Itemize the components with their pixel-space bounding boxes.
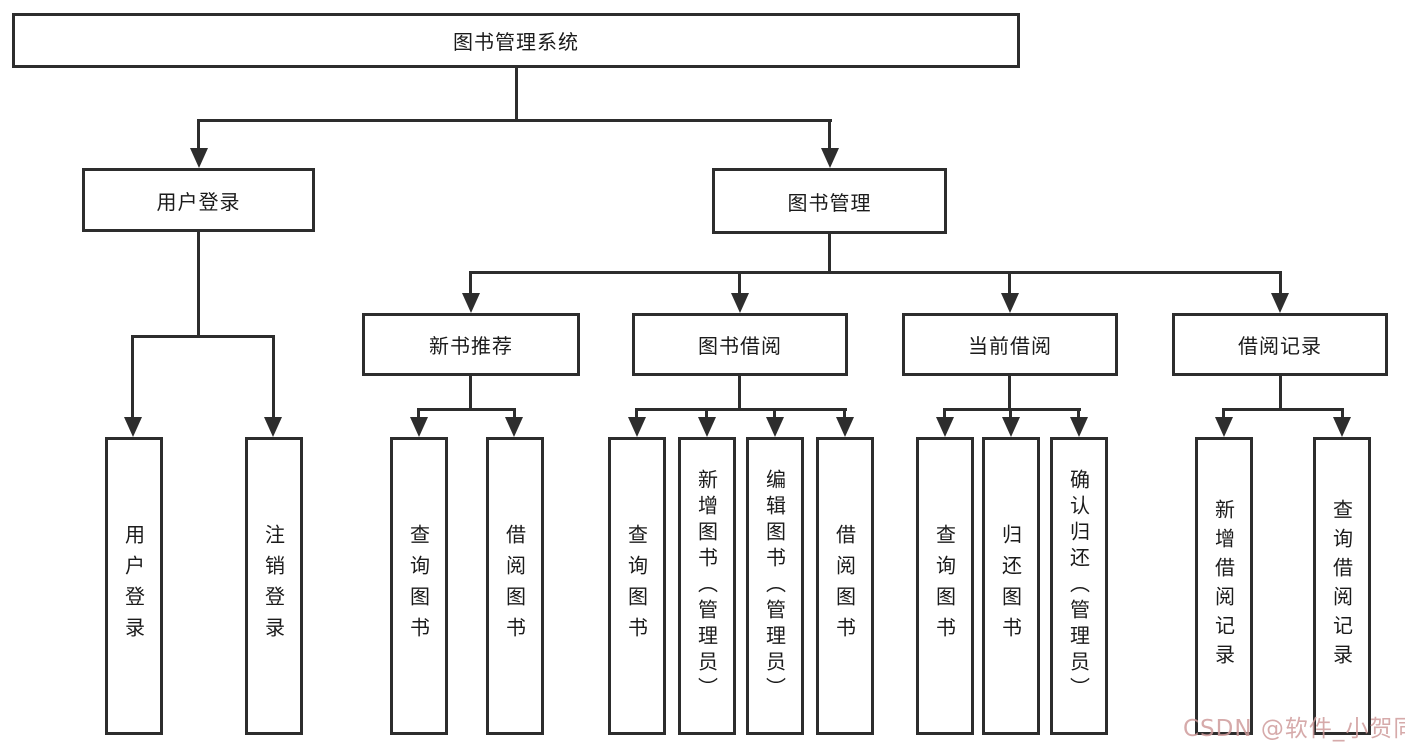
connector-line xyxy=(1279,376,1282,410)
arrow-down-icon xyxy=(462,293,480,313)
arrow-down-icon xyxy=(264,417,282,437)
arrow-down-icon xyxy=(1271,293,1289,313)
arrow-down-icon xyxy=(836,417,854,437)
node-book-borrow-label: 图书借阅 xyxy=(698,334,782,358)
arrow-down-icon xyxy=(731,293,749,313)
node-borrow-records-label: 借阅记录 xyxy=(1238,334,1322,358)
leaf-label: 编辑图书（管理员） xyxy=(762,469,787,703)
arrow-down-icon xyxy=(124,417,142,437)
arrow-down-icon xyxy=(766,417,784,437)
connector-line xyxy=(1222,408,1225,422)
leaf-label: 新增图书（管理员） xyxy=(694,469,719,703)
leaf-label: 查询借阅记录 xyxy=(1329,499,1354,673)
connector-line xyxy=(635,408,847,411)
leaf-label: 新增借阅记录 xyxy=(1211,499,1236,673)
arrow-down-icon xyxy=(821,148,839,168)
leaf-return-books: 归还图书 xyxy=(982,437,1040,735)
arrow-down-icon xyxy=(190,148,208,168)
connector-line xyxy=(1008,271,1011,295)
leaf-label: 查询图书 xyxy=(932,524,957,648)
leaf-label: 查询图书 xyxy=(406,524,431,648)
connector-line xyxy=(197,119,200,150)
connector-line xyxy=(1008,376,1011,410)
connector-line xyxy=(131,335,134,419)
connector-line xyxy=(635,408,638,422)
arrow-down-icon xyxy=(1002,417,1020,437)
connector-line xyxy=(705,408,708,422)
leaf-logout: 注销登录 xyxy=(245,437,303,735)
connector-line xyxy=(417,408,420,422)
node-book-management: 图书管理 xyxy=(712,168,947,234)
leaf-user-login: 用户登录 xyxy=(105,437,163,735)
connector-line xyxy=(197,232,200,337)
connector-line xyxy=(1009,408,1012,422)
leaf-query-books-borrow: 查询图书 xyxy=(608,437,666,735)
connector-line xyxy=(843,408,846,422)
leaf-label: 借阅图书 xyxy=(832,524,857,648)
csdn-watermark: CSDN @软件_小贺同学 xyxy=(1183,709,1405,743)
leaf-label: 用户登录 xyxy=(121,524,146,648)
leaf-label: 确认归还（管理员） xyxy=(1066,469,1091,703)
connector-line xyxy=(738,271,741,295)
node-borrow-records: 借阅记录 xyxy=(1172,313,1388,376)
node-root: 图书管理系统 xyxy=(12,13,1020,68)
node-current-borrow: 当前借阅 xyxy=(902,313,1118,376)
leaf-add-borrow-record: 新增借阅记录 xyxy=(1195,437,1253,735)
connector-line xyxy=(469,376,472,410)
node-user-login: 用户登录 xyxy=(82,168,315,232)
leaf-query-borrow-record: 查询借阅记录 xyxy=(1313,437,1371,735)
leaf-confirm-return-admin: 确认归还（管理员） xyxy=(1050,437,1108,735)
connector-line xyxy=(197,119,832,122)
arrow-down-icon xyxy=(936,417,954,437)
arrow-down-icon xyxy=(628,417,646,437)
node-new-book-recommend: 新书推荐 xyxy=(362,313,580,376)
leaf-query-books-recommend: 查询图书 xyxy=(390,437,448,735)
connector-line xyxy=(469,271,1282,274)
connector-line xyxy=(131,335,275,338)
connector-line xyxy=(1077,408,1080,422)
leaf-edit-book-admin: 编辑图书（管理员） xyxy=(746,437,804,735)
connector-line xyxy=(1341,408,1344,422)
connector-line xyxy=(513,408,516,422)
leaf-borrow-books: 借阅图书 xyxy=(816,437,874,735)
arrow-down-icon xyxy=(698,417,716,437)
connector-line xyxy=(943,408,1081,411)
arrow-down-icon xyxy=(1070,417,1088,437)
node-root-label: 图书管理系统 xyxy=(453,30,579,54)
node-current-borrow-label: 当前借阅 xyxy=(968,334,1052,358)
connector-line xyxy=(738,376,741,410)
arrow-down-icon xyxy=(410,417,428,437)
connector-line xyxy=(828,234,831,273)
node-book-borrow: 图书借阅 xyxy=(632,313,848,376)
leaf-label: 查询图书 xyxy=(624,524,649,648)
node-new-book-recommend-label: 新书推荐 xyxy=(429,334,513,358)
node-user-login-label: 用户登录 xyxy=(156,189,241,214)
connector-line xyxy=(417,408,516,411)
leaf-add-book-admin: 新增图书（管理员） xyxy=(678,437,736,735)
arrow-down-icon xyxy=(1333,417,1351,437)
connector-line xyxy=(773,408,776,422)
leaf-label: 借阅图书 xyxy=(502,524,527,648)
arrow-down-icon xyxy=(1001,293,1019,313)
connector-line xyxy=(1222,408,1344,411)
connector-line xyxy=(943,408,946,422)
connector-line xyxy=(1279,271,1282,295)
leaf-label: 归还图书 xyxy=(998,524,1023,648)
connector-line xyxy=(469,271,472,295)
connector-line xyxy=(828,119,831,150)
node-book-management-label: 图书管理 xyxy=(787,190,872,215)
connector-line xyxy=(515,68,518,121)
leaf-borrow-books-recommend: 借阅图书 xyxy=(486,437,544,735)
arrow-down-icon xyxy=(505,417,523,437)
connector-line xyxy=(272,335,275,419)
leaf-label: 注销登录 xyxy=(261,524,286,648)
arrow-down-icon xyxy=(1215,417,1233,437)
csdn-watermark-text: CSDN @软件_小贺同学 xyxy=(1183,716,1405,742)
leaf-query-books-current: 查询图书 xyxy=(916,437,974,735)
